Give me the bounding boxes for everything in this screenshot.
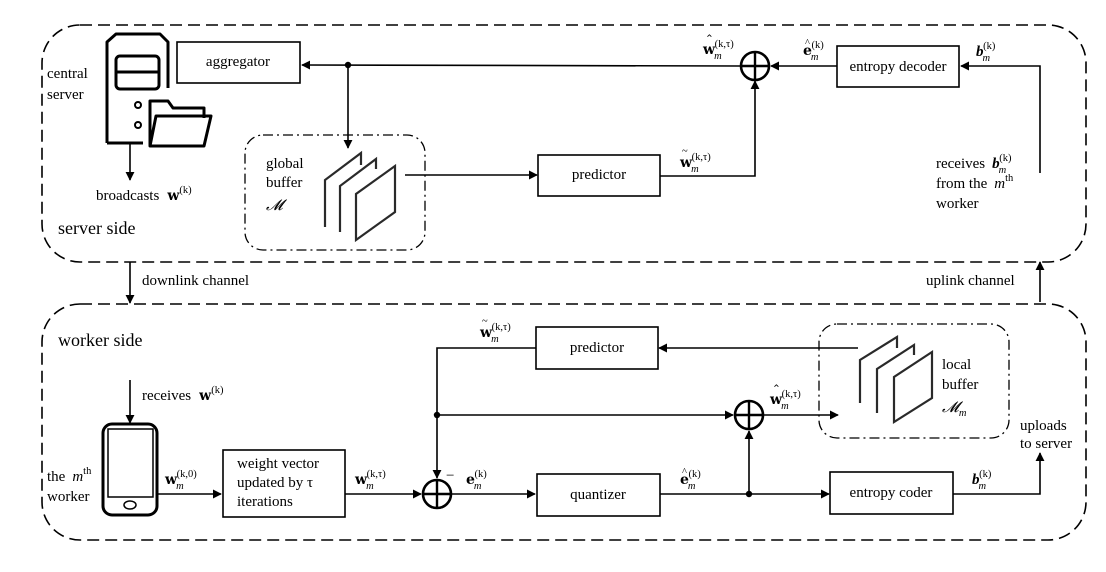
- central-server-label: central: [47, 66, 88, 82]
- worker-label: worker: [47, 489, 89, 505]
- hat-mark: ⌃: [705, 33, 714, 45]
- weight-update-label-3: iterations: [237, 494, 293, 510]
- worker-predictor-output-line: [432, 347, 536, 479]
- local-buffer-region[interactable]: [818, 323, 1010, 439]
- error-label: em(k): [466, 469, 487, 492]
- to-aggregator-arrow: [301, 60, 741, 70]
- local-buffer-label: local: [942, 357, 971, 373]
- server-reconstructed-weight-label: wm(k,τ): [702, 39, 734, 62]
- broadcasts-label: broadcasts w(k): [96, 185, 192, 204]
- quantizer-box[interactable]: [536, 473, 661, 517]
- hat-mark-2: ^: [805, 38, 810, 49]
- server-sum-node: [739, 50, 771, 82]
- weight-update-label-2: updated by τ: [237, 475, 313, 491]
- entropy-coder-label: entropy coder: [850, 485, 933, 501]
- local-buffer-symbol: 𝓜m: [942, 400, 967, 419]
- tilde-mark: ~: [682, 146, 688, 157]
- receives-bits-label: receives bm(k): [936, 153, 1012, 176]
- weight-update-box[interactable]: [222, 449, 346, 518]
- updated-weight-label: wm(k,τ): [354, 469, 386, 492]
- server-predicted-weight-label: wm(k,τ): [679, 152, 711, 175]
- quantized-error-label: em(k): [680, 469, 701, 492]
- worker-reconstructed-weight-label: wm(k,τ): [769, 389, 801, 412]
- global-buffer-label-2: buffer: [266, 175, 302, 191]
- global-buffer-stack-icon: [323, 150, 397, 243]
- server-predictor-box[interactable]: [537, 154, 661, 197]
- worker-subtract-node: [421, 478, 453, 510]
- worker-predictor-label: predictor: [570, 340, 624, 356]
- server-side-region: [41, 24, 1087, 263]
- quantizer-label: quantizer: [570, 487, 626, 503]
- local-buffer-label-2: buffer: [942, 377, 978, 393]
- from-worker-label: from the mth: [936, 173, 1014, 192]
- worker-receives-label: receives w(k): [142, 385, 224, 404]
- global-buffer-symbol: 𝓜: [266, 198, 288, 214]
- worker-predictor-box[interactable]: [535, 326, 659, 370]
- downlink-label: downlink channel: [142, 273, 249, 289]
- worker-label-server: worker: [936, 196, 978, 212]
- worker-sum-node: [733, 399, 765, 431]
- bits-to-decoder-arrow: [960, 61, 1041, 173]
- worker-side-region: [41, 303, 1087, 541]
- aggregator-box[interactable]: [176, 41, 301, 84]
- server-side-label: server side: [58, 218, 135, 238]
- tilde-mark-2: ~: [482, 316, 488, 327]
- worker-side-label: worker side: [58, 330, 142, 350]
- aggregator-label: aggregator: [206, 54, 270, 70]
- entropy-decoder-label: entropy decoder: [849, 59, 946, 75]
- folder-icon: [148, 99, 213, 148]
- coder-to-upload-arrow: [953, 452, 1045, 495]
- local-buffer-stack-icon: [858, 335, 934, 424]
- mth-worker-label: the mth: [47, 466, 92, 485]
- minus-sign: −: [446, 468, 454, 484]
- hat-mark-4: ⌃: [772, 383, 781, 395]
- entropy-decoder-box[interactable]: [836, 45, 960, 88]
- server-icon: [105, 32, 170, 145]
- server-bits-label: bm(k): [976, 41, 996, 64]
- hat-mark-3: ^: [682, 467, 687, 478]
- uploads-label: uploads: [1020, 418, 1067, 434]
- worker-bits-label: bm(k): [972, 469, 992, 492]
- global-buffer-label: global: [266, 156, 304, 172]
- weight-update-label-1: weight vector: [237, 456, 319, 472]
- entropy-coder-box[interactable]: [829, 471, 954, 515]
- central-server-label-2: server: [47, 87, 84, 103]
- uploads-label-2: to server: [1020, 436, 1072, 452]
- phone-icon: [101, 422, 159, 517]
- initial-weight-label: wm(k,0): [164, 469, 197, 492]
- worker-predicted-weight-label: wm(k,τ): [479, 322, 511, 345]
- uplink-label: uplink channel: [926, 273, 1015, 289]
- predictor-to-sum-arrow: [660, 80, 760, 177]
- decoded-error-label: em(k): [803, 40, 824, 63]
- server-predictor-label: predictor: [572, 167, 626, 183]
